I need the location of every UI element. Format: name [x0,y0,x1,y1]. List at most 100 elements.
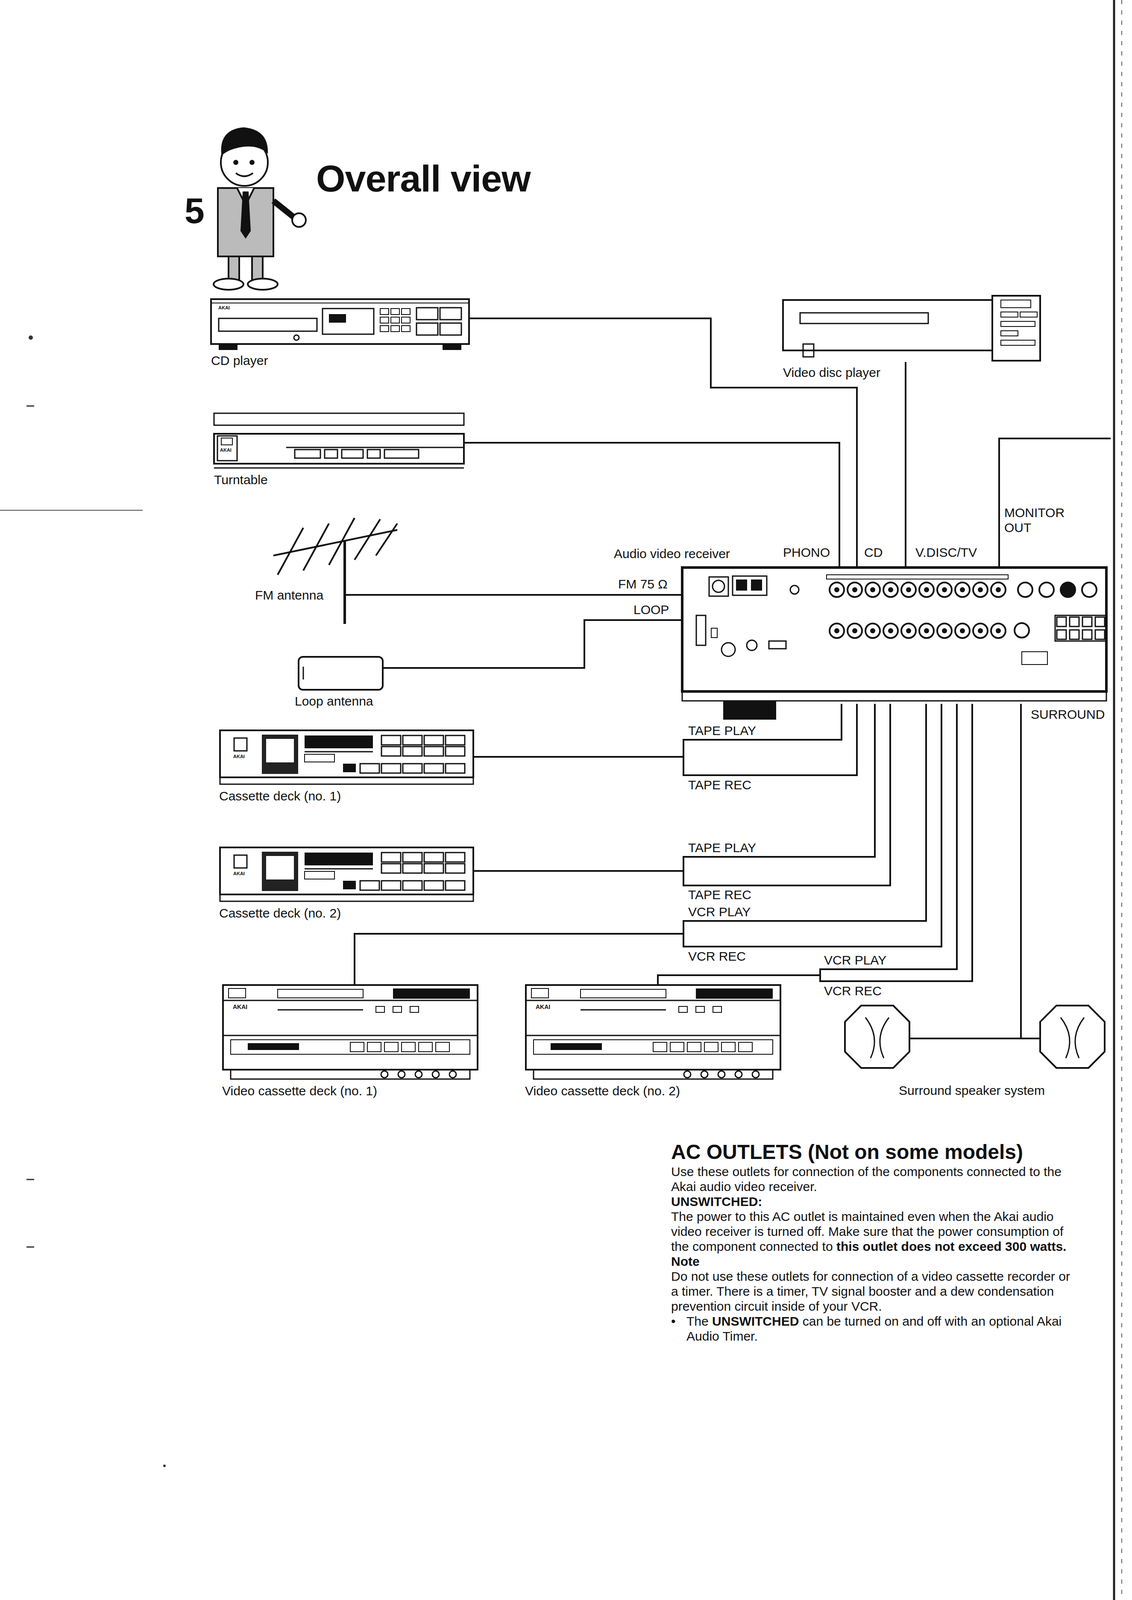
component-node: Cassette deck (no. 2) [219,846,475,903]
cd-player-drawing [380,325,389,332]
cable-label: FM 75 Ω [616,576,669,592]
cable-label: TAPE PLAY [686,723,758,738]
signal-cable [474,703,891,886]
signal-cable [1020,703,1022,1002]
receiver-panel-drawing [696,615,706,646]
brand-mark: AKAI [218,304,230,311]
receiver-panel-drawing [746,639,757,651]
turntable-drawing [214,467,464,469]
cartoon-presenter [213,128,306,290]
cartoon-presenter [222,130,267,154]
note-paragraph: Note [671,1253,1075,1269]
cd-player-drawing [380,316,389,323]
cd-player-drawing [211,299,470,349]
component-drawings [844,1005,910,1068]
signal-cable [657,703,957,984]
video-disc-player-drawing [783,299,993,351]
cd-player-drawing [211,302,470,304]
component-drawings [219,730,474,784]
component-drawings [525,984,781,1079]
note-text: this outlet does not exceed 300 watts. [836,1238,1067,1253]
cartoon-presenter [217,187,274,257]
receiver-panel-drawing [827,621,1008,640]
note-text: Note [671,1253,700,1268]
brand-mark: AKAI [219,447,232,453]
bullet: • [671,1313,687,1329]
monitor-out-wire [999,438,1111,566]
margin-marks [1121,0,1123,1600]
cd-player-drawing [401,316,411,323]
brand-mark: AKAI [535,1002,551,1010]
monitor-out-wire [999,438,1111,566]
receiver-panel-drawing [1017,582,1033,597]
component-label: Loop antenna [294,693,374,709]
speaker-wires [910,1001,1040,1039]
video-disc-player-drawing [800,312,929,324]
cd-player-drawing [401,325,411,332]
cable-label: VCR PLAY [822,952,888,968]
component-label: Surround speaker system [898,1082,1045,1098]
receiver-panel-drawing [711,627,718,638]
cd-player-drawing [218,318,317,332]
component-label: Video cassette deck (no. 2) [524,1083,681,1098]
video-disc-player-drawing [1000,330,1018,336]
cd-player-drawing [390,308,400,315]
receiver-panel-drawing [1039,582,1054,597]
margin-marks [1113,0,1116,1600]
note-paragraph: AC OUTLETS (Not on some models) [671,1139,1075,1164]
cable-label: TAPE PLAY [686,840,758,855]
cable-label: V.DISC/TV [914,545,979,560]
fm-antenna-drawing [343,540,347,624]
component-node: Cassette deck (no. 1) [219,729,475,786]
margin-marks [163,1463,166,1467]
receiver-panel-drawing [712,580,725,593]
signal-cable [474,703,875,871]
video-disc-player-drawing [1000,299,1031,308]
turntable-drawing [217,435,238,461]
cartoon-presenter [234,160,238,165]
fm-antenna-drawing [344,593,402,596]
video-disc-player-drawing [992,295,1041,361]
receiver-panel-drawing [682,567,1107,692]
cable-label: TAPE REC [686,777,753,792]
cd-player-drawing [443,343,461,349]
turntable-drawing [286,446,464,449]
note-text: Do not use these outlets for connection … [671,1268,1071,1313]
margin-marks [26,1178,35,1180]
video-disc-player-drawing [803,343,814,357]
cartoon-presenter [292,213,306,227]
signal-cable [354,703,942,984]
component-node: Turntable [214,413,464,470]
cd-player-drawing [322,308,374,335]
cable-label: VCR REC [822,983,883,998]
cable-label: VCR REC [686,948,748,964]
cd-player-drawing [219,343,237,349]
component-node: CD player [211,299,470,350]
component-node: Audio video receiver [680,566,1107,704]
turntable-drawing [341,449,364,458]
cd-player-drawing [439,307,462,320]
cartoon-presenter [235,173,253,177]
receiver-panel-drawing [724,701,776,719]
receiver-panel-drawing [1055,615,1107,641]
turntable-drawing [214,433,464,464]
component-drawings [1040,1005,1105,1068]
component-label: FM antenna [255,587,324,603]
note-paragraph: •The UNSWITCHED can be turned on and off… [671,1313,1075,1344]
note-text: Use these outlets for connection of the … [671,1164,1062,1194]
receiver-panel-drawing [682,691,1107,701]
turntable-drawing [214,413,464,426]
component-node: Loop antenna [297,655,384,691]
loop-antenna-drawing [298,656,383,690]
receiver-panel-drawing [826,574,1009,579]
turntable-drawing [367,449,381,458]
signal-cable [474,703,842,757]
note-text: UNSWITCHED [712,1313,799,1328]
cd-player-drawing [439,322,462,335]
receiver-panel-drawing [1060,582,1076,597]
note-paragraph: Do not use these outlets for connection … [671,1268,1075,1314]
component-label: Cassette deck (no. 2) [219,905,341,921]
receiver-panel-drawing [709,576,729,596]
